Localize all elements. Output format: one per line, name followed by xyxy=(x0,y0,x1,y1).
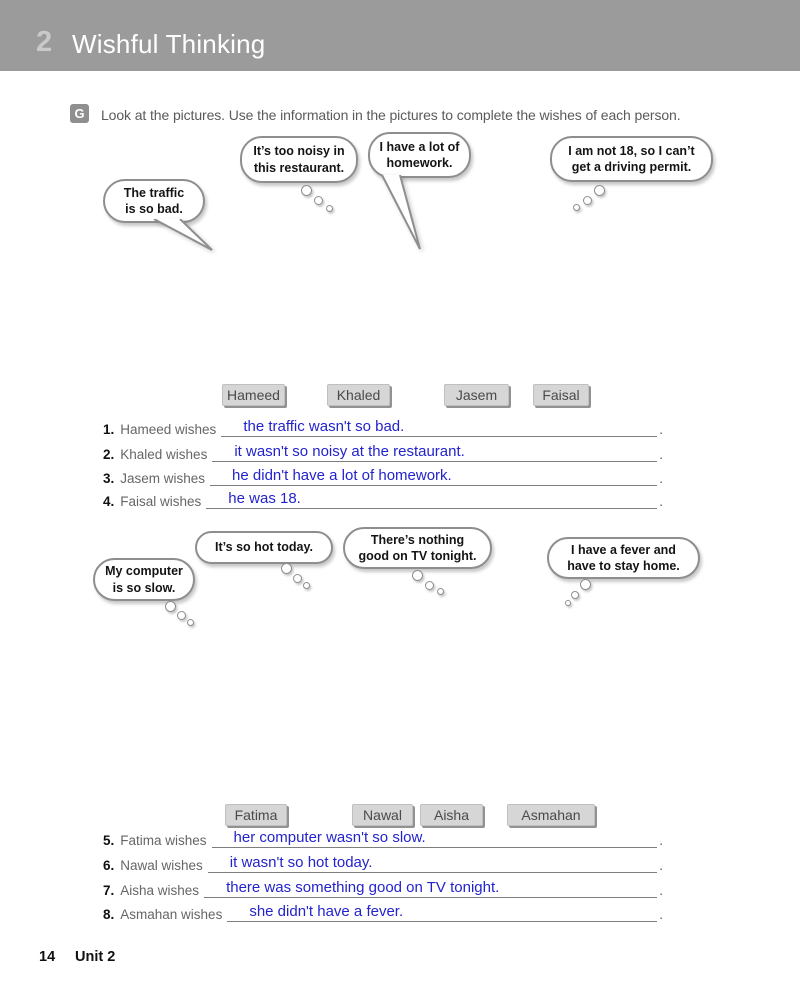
exercise-item-2: 2. Khaled wishes it wasn't so noisy at t… xyxy=(103,443,663,462)
answer-blank-7[interactable]: there was something good on TV tonight. xyxy=(204,879,658,898)
page-title: Wishful Thinking xyxy=(72,29,266,59)
item-number: 4. xyxy=(103,494,115,509)
answer-text: the traffic wasn't so bad. xyxy=(243,418,405,435)
answer-text: it wasn't so hot today. xyxy=(229,854,373,871)
end-period: . xyxy=(659,447,663,462)
answer-text: there was something good on TV tonight. xyxy=(226,879,500,896)
item-number: 1. xyxy=(103,422,115,437)
thought-bubble-tv: There’s nothing good on TV tonight. xyxy=(343,527,492,569)
exercise-instruction: Look at the pictures. Use the informatio… xyxy=(101,107,681,123)
name-button-aisha[interactable]: Aisha xyxy=(420,804,483,826)
end-period: . xyxy=(659,907,663,922)
item-label: Aisha wishes xyxy=(120,883,200,898)
thought-dot-icon xyxy=(565,600,571,606)
speech-bubble-traffic: The traffic is so bad. xyxy=(103,179,205,223)
exercise-letter-badge: G xyxy=(70,104,89,123)
thought-dot-icon xyxy=(583,196,592,205)
thought-dot-icon xyxy=(412,570,423,581)
item-label: Hameed wishes xyxy=(120,422,217,437)
exercise-item-6: 6. Nawal wishes it wasn't so hot today. … xyxy=(103,854,663,873)
answer-text: she didn't have a fever. xyxy=(249,903,404,920)
footer-unit-label: Unit 2 xyxy=(75,949,116,965)
item-label: Faisal wishes xyxy=(120,494,202,509)
answer-blank-5[interactable]: her computer wasn't so slow. xyxy=(211,829,658,848)
speech-tail-icon xyxy=(381,175,421,250)
answer-blank-4[interactable]: he was 18. xyxy=(206,490,658,509)
thought-dot-icon xyxy=(281,563,292,574)
end-period: . xyxy=(659,883,663,898)
item-number: 7. xyxy=(103,883,115,898)
thought-dot-icon xyxy=(425,581,434,590)
thought-dot-icon xyxy=(571,591,579,599)
answer-blank-3[interactable]: he didn't have a lot of homework. xyxy=(210,467,658,486)
thought-dot-icon xyxy=(301,185,312,196)
speech-bubble-homework: I have a lot of homework. xyxy=(368,132,471,178)
exercise-item-4: 4. Faisal wishes he was 18. . xyxy=(103,490,663,509)
item-label: Khaled wishes xyxy=(120,447,208,462)
name-button-khaled[interactable]: Khaled xyxy=(327,384,390,406)
thought-dot-icon xyxy=(177,611,186,620)
item-number: 3. xyxy=(103,471,115,486)
thought-bubble-computer: My computer is so slow. xyxy=(93,558,195,601)
unit-header-bar xyxy=(0,0,800,71)
name-button-hameed[interactable]: Hameed xyxy=(222,384,285,406)
answer-blank-2[interactable]: it wasn't so noisy at the restaurant. xyxy=(212,443,658,462)
thought-bubble-hot: It’s so hot today. xyxy=(195,531,333,564)
name-button-asmahan[interactable]: Asmahan xyxy=(507,804,595,826)
thought-dot-icon xyxy=(594,185,605,196)
thought-dot-icon xyxy=(303,582,310,589)
end-period: . xyxy=(659,494,663,509)
answer-text: he didn't have a lot of homework. xyxy=(232,467,452,484)
item-number: 5. xyxy=(103,833,115,848)
answer-text: her computer wasn't so slow. xyxy=(233,829,426,846)
unit-number: 2 xyxy=(36,26,53,58)
item-label: Nawal wishes xyxy=(120,858,203,873)
thought-dot-icon xyxy=(165,601,176,612)
name-button-faisal[interactable]: Faisal xyxy=(533,384,589,406)
thought-bubble-driving-permit: I am not 18, so I can’t get a driving pe… xyxy=(550,136,713,182)
answer-text: he was 18. xyxy=(228,490,301,507)
item-label: Asmahan wishes xyxy=(120,907,223,922)
answer-text: it wasn't so noisy at the restaurant. xyxy=(234,443,465,460)
exercise-item-3: 3. Jasem wishes he didn't have a lot of … xyxy=(103,467,663,486)
thought-dot-icon xyxy=(187,619,194,626)
answer-blank-8[interactable]: she didn't have a fever. xyxy=(227,903,658,922)
end-period: . xyxy=(659,833,663,848)
thought-dot-icon xyxy=(326,205,333,212)
name-button-nawal[interactable]: Nawal xyxy=(352,804,413,826)
thought-dot-icon xyxy=(437,588,444,595)
answer-blank-1[interactable]: the traffic wasn't so bad. xyxy=(221,418,658,437)
exercise-item-7: 7. Aisha wishes there was something good… xyxy=(103,879,663,898)
item-number: 6. xyxy=(103,858,115,873)
page-number: 14 xyxy=(39,949,56,965)
thought-dot-icon xyxy=(293,574,302,583)
thought-bubble-noisy: It’s too noisy in this restaurant. xyxy=(240,136,358,183)
exercise-item-1: 1. Hameed wishes the traffic wasn't so b… xyxy=(103,418,663,437)
item-label: Fatima wishes xyxy=(120,833,207,848)
item-label: Jasem wishes xyxy=(120,471,206,486)
exercise-item-5: 5. Fatima wishes her computer wasn't so … xyxy=(103,829,663,848)
item-number: 8. xyxy=(103,907,115,922)
end-period: . xyxy=(659,471,663,486)
exercise-item-8: 8. Asmahan wishes she didn't have a feve… xyxy=(103,903,663,922)
end-period: . xyxy=(659,422,663,437)
thought-dot-icon xyxy=(314,196,323,205)
thought-bubble-fever: I have a fever and have to stay home. xyxy=(547,537,700,579)
name-button-fatima[interactable]: Fatima xyxy=(225,804,287,826)
name-button-jasem[interactable]: Jasem xyxy=(444,384,509,406)
speech-tail-icon xyxy=(153,219,213,251)
answer-blank-6[interactable]: it wasn't so hot today. xyxy=(207,854,658,873)
end-period: . xyxy=(659,858,663,873)
thought-dot-icon xyxy=(580,579,591,590)
thought-dot-icon xyxy=(573,204,580,211)
item-number: 2. xyxy=(103,447,115,462)
